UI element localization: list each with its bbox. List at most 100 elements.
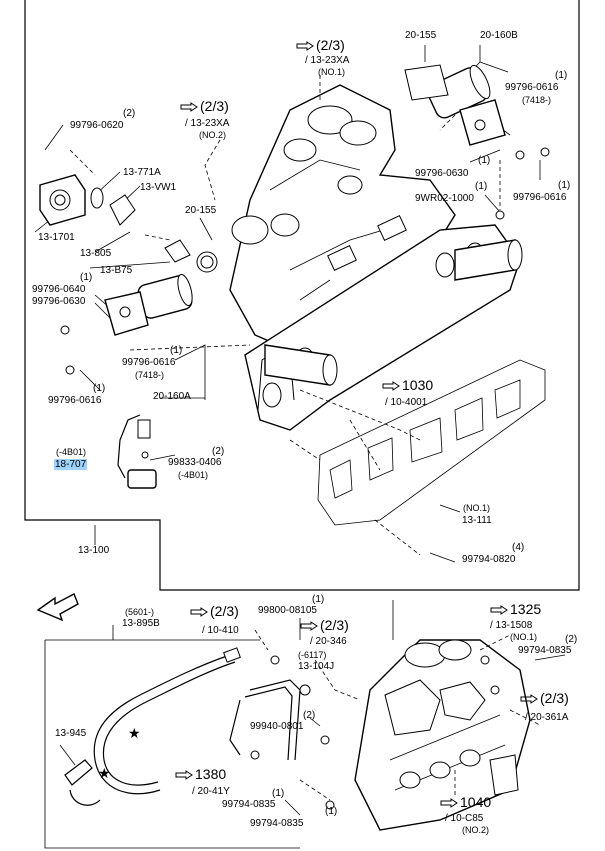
ref-1380[interactable]: 1380 [175,766,227,782]
part-9wr02-1000[interactable]: 9WR02-1000 [415,193,474,204]
part-99796-0640[interactable]: 99796-0640 [32,284,86,295]
qty: (1) [93,383,106,394]
sensor-18-707 [117,414,157,489]
ref-1030[interactable]: 1030 [382,377,434,393]
hose-13-895b: ★ ★ [64,647,241,806]
ref-20-346[interactable]: (2/3) [300,617,349,633]
qty: (2) [212,446,225,457]
part-99800-08105[interactable]: 99800-08105 [258,605,317,616]
ref-figure: (2/3) [316,37,345,53]
part-20-155-top[interactable]: 20-155 [405,30,437,41]
ref-figure: (2/3) [320,617,349,633]
pointing-hand-icon [300,620,318,631]
part-99796-0630-a[interactable]: 99796-0630 [415,168,469,179]
part-13-100[interactable]: 13-100 [78,545,110,556]
ref-10-410[interactable]: (2/3) [190,603,239,619]
qty: (1) [272,788,285,799]
qty: (1) [558,180,571,191]
ref-figure: 1030 [402,377,434,393]
leader-lines-upper [69,75,501,556]
ref-note: (NO.2) [462,825,489,835]
part-13-895b[interactable]: 13-895B [122,618,160,629]
svg-text:★: ★ [128,726,141,742]
qty: (4) [512,542,525,553]
ref-13-23xa-no1[interactable]: (2/3) [296,37,345,53]
ref-figure: (2/3) [210,603,239,619]
ref-1325[interactable]: 1325 [490,602,541,616]
ref-13-23xa-no2[interactable]: (2/3) [180,98,229,114]
part-20-155-mid[interactable]: 20-155 [185,205,217,216]
part-20-160a[interactable]: 20-160A [153,391,191,402]
part-20-160b[interactable]: 20-160B [480,30,518,41]
part-99794-0835-a[interactable]: 99794-0835 [518,645,572,656]
ref-note: (NO.1) [318,67,345,77]
svg-text:★: ★ [98,766,111,782]
part-99794-0835-c[interactable]: 99794-0835 [250,818,304,829]
solenoid-valve-right [404,64,550,220]
ref-code: / 20-346 [310,636,347,647]
ref-figure: 1040 [460,794,492,810]
ref-code: / 10-4001 [385,397,428,408]
ref-figure: (2/3) [200,98,229,114]
part-99796-0616-c[interactable]: 99796-0616 [122,357,176,368]
ref-code: / 13-23XA [305,55,350,66]
part-18-707[interactable]: 18-707 [54,459,88,470]
ref-code: / 10-410 [202,625,239,636]
qty: (1) [475,181,488,192]
part-99794-0820[interactable]: 99794-0820 [462,554,516,565]
gasket-13-111 [317,359,546,526]
pipe-assembly [229,655,335,810]
note-7418: (7418-) [522,95,552,105]
pointing-hand-icon [296,40,314,51]
ref-figure: 1380 [195,766,227,782]
pointing-hand-icon [180,101,198,112]
pointing-hand-icon [190,606,208,617]
part-99796-0620[interactable]: 99796-0620 [70,120,124,131]
part-13-805[interactable]: 13-805 [80,248,112,259]
part-13-1701[interactable]: 13-1701 [38,232,75,243]
qty: (1) [478,155,491,166]
ref-note: (NO.2) [199,130,226,140]
solenoid-valve-left [60,273,193,375]
ref-figure: (2/3) [540,690,569,706]
part-99940-0801[interactable]: 99940-0801 [250,721,304,732]
part-99796-0616-b[interactable]: 99796-0616 [513,192,567,203]
note-7418: (7418-) [135,370,165,380]
qty: (1) [325,806,338,817]
part-13-b75[interactable]: 13-B75 [100,265,133,276]
note-5601: (5601-) [125,607,155,617]
pointing-hand-icon [520,693,538,704]
intake-manifold-lower [244,224,523,431]
pointing-hand-icon [175,769,193,780]
leader-lines-lower [59,618,566,816]
qty: (1) [555,70,568,81]
engine-assembly-lower [354,639,531,831]
part-13-771a[interactable]: 13-771A [123,167,161,178]
qty: (2) [565,634,578,645]
pointing-hand-icon [382,380,400,391]
note-4b01: (-4B01) [178,470,209,480]
part-99796-0630-b[interactable]: 99796-0630 [32,296,86,307]
pointing-hand-icon [440,797,458,808]
intake-manifold-upper [229,84,456,351]
ref-code: / 13-1508 [490,620,533,631]
part-99796-0616-a[interactable]: 99796-0616 [505,82,559,93]
note-4b01: (-4B01) [56,447,87,457]
ref-20-361a[interactable]: (2/3) [520,690,569,706]
front-arrow-icon [36,593,79,622]
ref-note: (NO.1) [510,632,537,642]
frame-lines [24,0,580,849]
part-13-104j[interactable]: 13-104J [298,661,335,672]
throttle-adapter-left [39,174,218,273]
part-99833-0406[interactable]: 99833-0406 [168,457,222,468]
qty: (2) [123,108,136,119]
pointing-hand-icon [490,604,508,615]
part-99794-0835-b[interactable]: 99794-0835 [222,799,276,810]
part-99796-0616-d[interactable]: 99796-0616 [48,395,102,406]
part-13-945[interactable]: 13-945 [55,728,87,739]
part-13-vw1[interactable]: 13-VW1 [140,182,177,193]
ref-code: / 10-C85 [445,813,484,824]
part-13-111[interactable]: 13-111 [462,515,492,526]
ref-1040[interactable]: 1040 [440,794,492,810]
qty: (1) [80,272,93,283]
